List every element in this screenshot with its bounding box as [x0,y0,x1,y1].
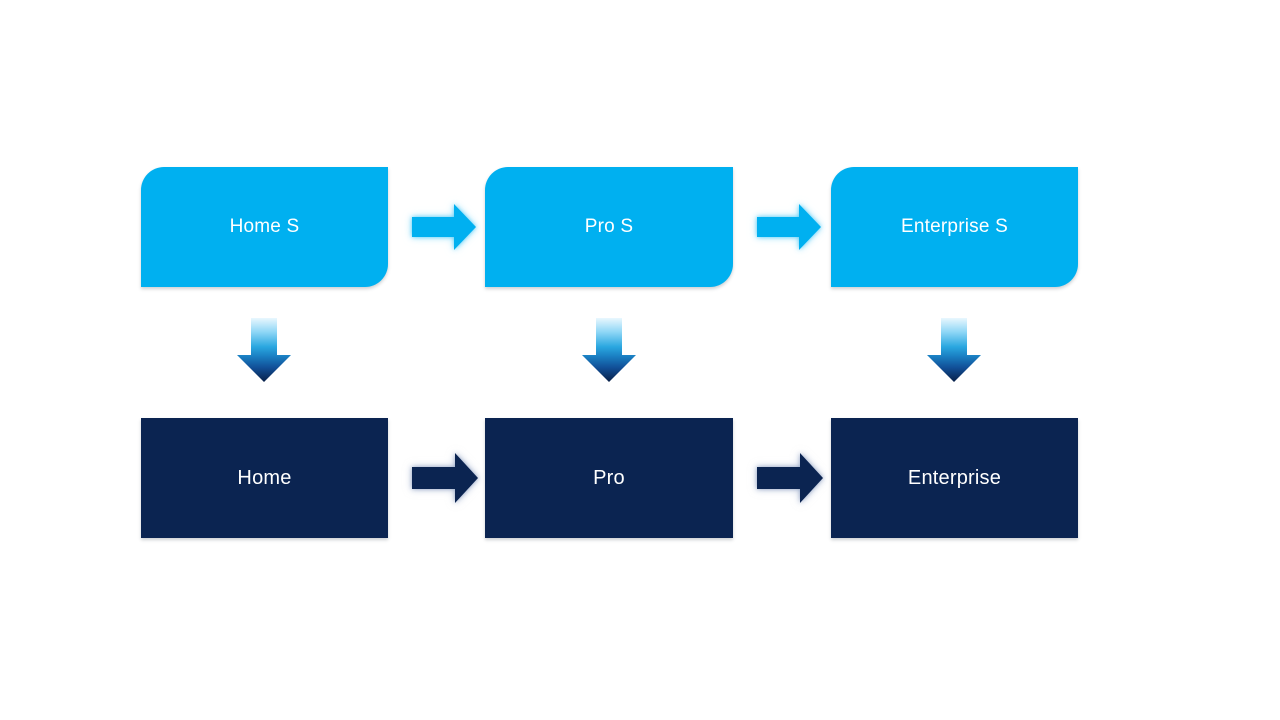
node-enterprise-label: Enterprise [907,466,1002,489]
right-arrow-icon [412,453,478,503]
node-pro-s-label: Pro S [584,216,634,237]
node-enterprise-s-label: Enterprise S [901,216,1008,237]
node-enterprise: Enterprise [831,418,1078,538]
node-home: Home [141,418,388,538]
node-home-s-label: Home S [229,216,300,237]
down-arrow-icon [582,318,636,382]
node-home-label: Home [237,466,292,489]
right-arrow-icon [412,204,476,250]
node-pro-label: Pro [593,466,625,489]
node-enterprise-s: Enterprise S [831,167,1078,287]
down-arrow-icon [927,318,981,382]
node-pro: Pro [485,418,733,538]
right-arrow-icon [757,204,821,250]
node-home-s: Home S [141,167,388,287]
right-arrow-icon [757,453,823,503]
down-arrow-icon [237,318,291,382]
node-pro-s: Pro S [485,167,733,287]
